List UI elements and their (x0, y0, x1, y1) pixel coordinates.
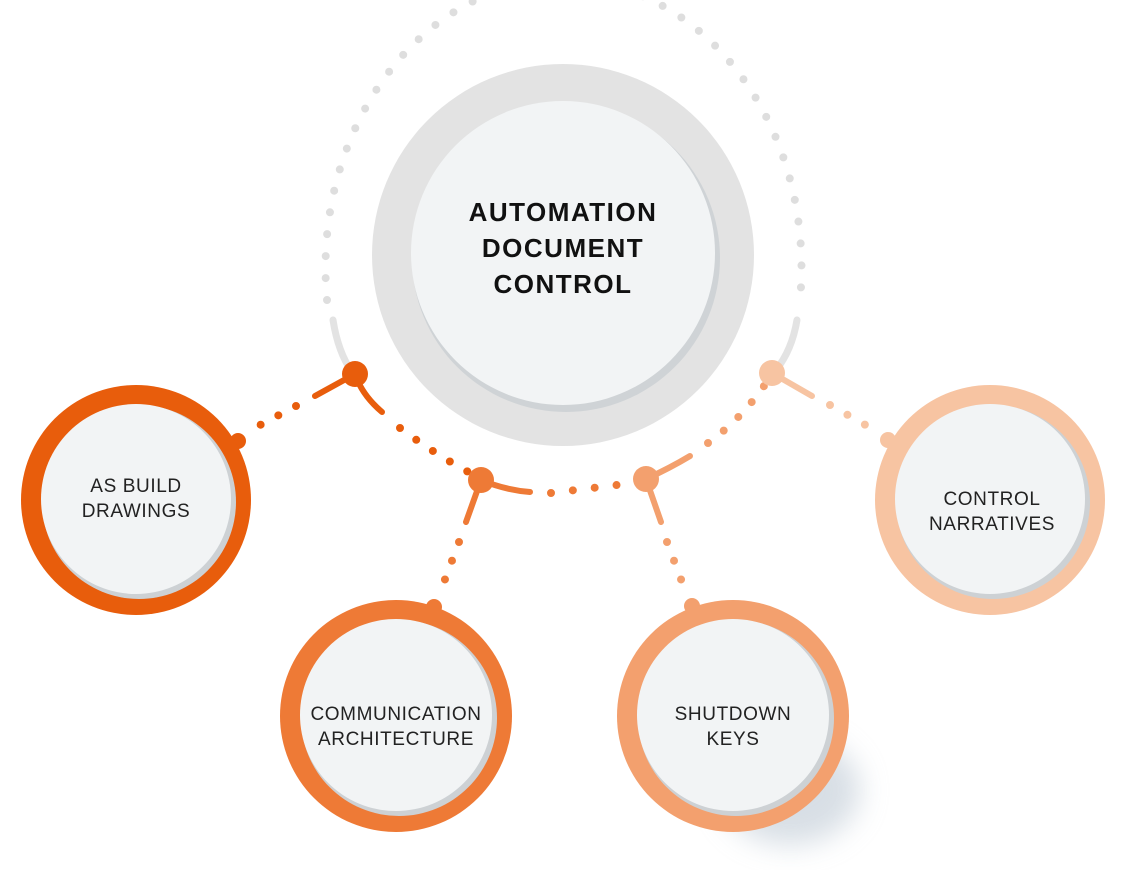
connector-communication-architecture (426, 467, 629, 615)
node-shutdown-keys (617, 600, 860, 845)
connector-shutdown-keys (633, 382, 768, 614)
center-inner-disc (411, 101, 715, 405)
connector-control-narratives (759, 360, 896, 448)
node-control-narratives (875, 385, 1105, 615)
dotted-orbit (321, 0, 806, 304)
center-node (372, 64, 754, 446)
node-as-build-drawings (21, 385, 251, 615)
node-communication-architecture (280, 600, 512, 832)
connector-as-build-drawings (230, 361, 484, 482)
